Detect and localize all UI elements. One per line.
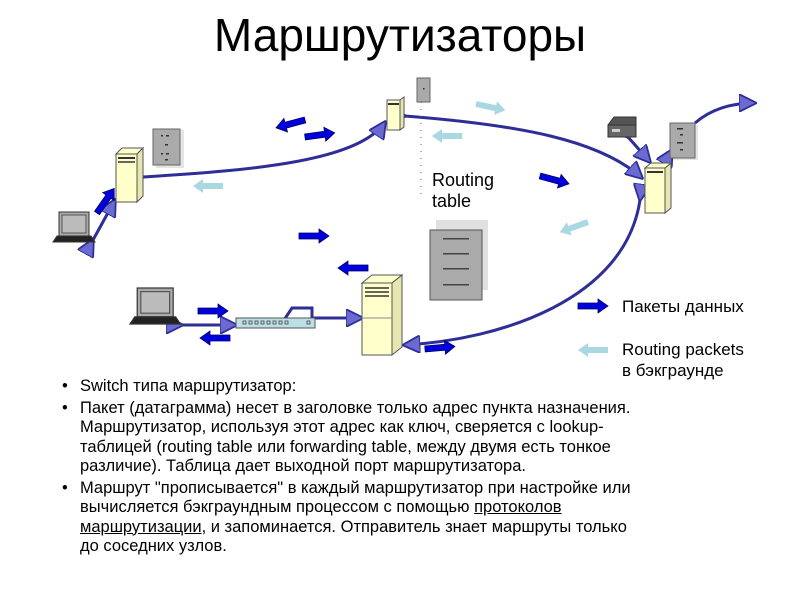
link-modem-router <box>628 137 650 162</box>
data-packet-arrow <box>197 303 229 319</box>
link-left-top <box>143 122 385 177</box>
legend-routing-arrow <box>578 343 608 357</box>
legend-routing-line: в бэкграунде <box>622 361 724 380</box>
data-packet-arrow <box>303 125 337 145</box>
router-icon <box>114 146 145 204</box>
bullet-list: • Switch типа маршрутизатор: • Пакет (да… <box>62 377 782 559</box>
bullet-item: • Switch типа маршрутизатор: <box>62 377 782 397</box>
link-right-out <box>694 103 755 125</box>
data-packet-arrow <box>199 330 231 346</box>
routing-table-icon <box>152 128 184 168</box>
server-icon <box>360 273 404 357</box>
bullet-text: таблицей (routing table или forwarding t… <box>80 437 611 456</box>
routing-table-label-line: table <box>432 191 472 211</box>
bullet-item: • Маршрут "прописывается" в каждый маршр… <box>62 479 782 557</box>
legend-routing-line: Routing packets <box>622 340 744 359</box>
routing-table-icon <box>416 77 431 103</box>
routing-packet-arrow <box>474 97 507 118</box>
laptop-icon <box>129 287 182 325</box>
bullet-text: различие). Таблица дает выходной порт ма… <box>80 457 526 475</box>
link-right-bottom <box>404 200 640 345</box>
bullet-dot: • <box>62 478 68 497</box>
bullet-text: Пакет (датаграмма) несет в заголовке тол… <box>80 398 631 417</box>
routing-protocols-link[interactable]: протоколов <box>474 498 562 516</box>
routing-protocols-link[interactable]: маршрутизации <box>80 517 202 536</box>
data-packet-arrow <box>537 168 572 191</box>
routing-packet-arrow <box>557 215 591 239</box>
legend-data-packets: Пакеты данных <box>622 297 744 316</box>
data-packet-arrow <box>337 260 369 276</box>
legend-routing-packets: Routing packets в бэкграунде <box>622 339 744 381</box>
legend-data-arrow <box>577 298 609 314</box>
bullet-dot: • <box>62 398 68 417</box>
slide-title: Маршрутизаторы <box>213 9 587 61</box>
routing-table-label-line: Routing <box>432 170 495 190</box>
router-icon <box>386 96 405 131</box>
routing-packet-arrow <box>432 129 462 143</box>
bullet-item: • Пакет (датаграмма) несет в заголовке т… <box>62 399 782 477</box>
routing-table-icon <box>669 122 698 160</box>
routing-table-label: Routing table <box>432 170 494 212</box>
link-laptop-left <box>93 200 115 240</box>
link-top-right <box>405 116 642 178</box>
network-diagram <box>52 77 800 357</box>
data-packet-arrow <box>298 228 330 244</box>
bullet-text: , и запоминается. Отправитель знает марш… <box>201 517 627 536</box>
modem-icon <box>607 116 637 138</box>
bullet-text: Маршрутизатор, используя этот адрес как … <box>80 418 604 436</box>
bullet-text: Маршрут "прописывается" в каждый маршрут… <box>80 478 631 497</box>
switch-icon <box>235 317 316 329</box>
router-icon <box>643 161 673 215</box>
bullet-text: до соседних узлов. <box>80 537 227 555</box>
bullet-dot: • <box>62 377 68 395</box>
data-packet-arrow <box>273 112 308 135</box>
routing-table-large-icon <box>429 220 488 301</box>
laptop-icon <box>52 211 96 243</box>
bullet-text: вычисляется бэкграундным процессом с пом… <box>80 498 475 516</box>
link-switch-server <box>282 308 362 320</box>
routing-packet-arrow <box>193 179 223 193</box>
bullet-text: Switch типа маршрутизатор: <box>80 377 297 395</box>
